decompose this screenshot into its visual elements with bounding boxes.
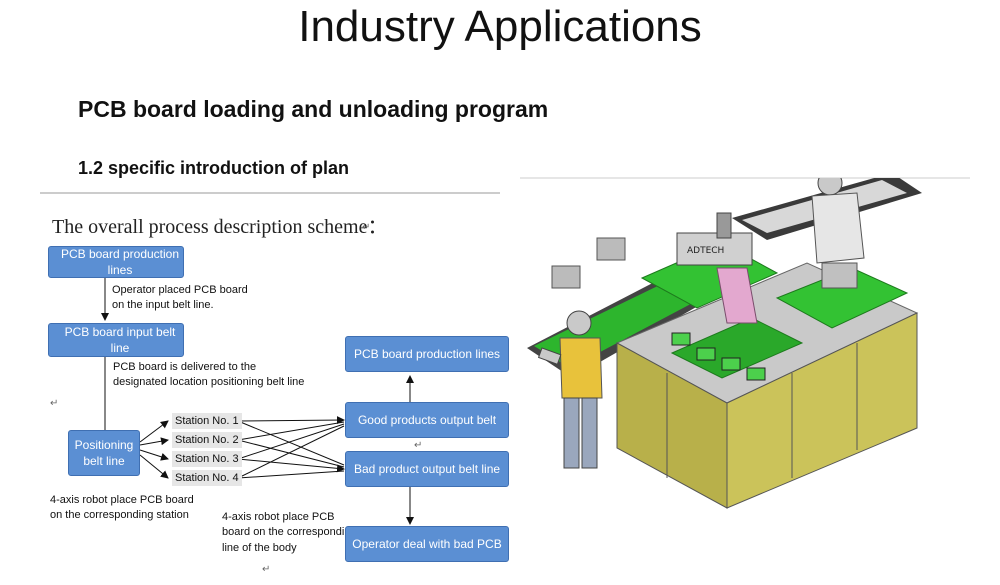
box-bad-output: Bad product output belt line bbox=[345, 451, 509, 487]
pcb-machine-illustration: ADTECH bbox=[527, 178, 922, 509]
note-operator-placed: Operator placed PCB board on the input b… bbox=[112, 284, 248, 312]
brand-label: ADTECH bbox=[687, 246, 724, 256]
box-input-belt: PCB board input belt line bbox=[48, 323, 184, 357]
box-production-lines-left: PCB board production lines bbox=[48, 246, 184, 278]
note-delivered: PCB board is delivered to the designated… bbox=[113, 361, 305, 389]
station-2: Station No. 2 bbox=[172, 432, 242, 448]
box-good-output: Good products output belt bbox=[345, 402, 509, 438]
note-robot-station: 4-axis robot place PCB board on the corr… bbox=[50, 494, 194, 522]
paragraph-mark: ↵ bbox=[50, 398, 59, 409]
section-heading: 1.2 specific introduction of plan bbox=[78, 158, 350, 178]
station-3: Station No. 3 bbox=[172, 451, 242, 467]
scheme-title: The overall process description scheme： bbox=[52, 216, 388, 238]
paragraph-mark: ↵ bbox=[362, 222, 371, 233]
page-title: Industry Applications bbox=[298, 2, 702, 51]
station-4: Station No. 4 bbox=[172, 470, 242, 486]
note-robot-line: 4-axis robot place PCB board on the corr… bbox=[222, 511, 357, 554]
paragraph-mark: ↵ bbox=[262, 564, 271, 575]
box-operator-deal: Operator deal with bad PCB bbox=[345, 526, 509, 562]
station-1: Station No. 1 bbox=[172, 413, 242, 429]
page-subtitle: PCB board loading and unloading program bbox=[78, 96, 549, 122]
box-positioning: Positioning belt line bbox=[68, 430, 140, 476]
paragraph-mark: ↵ bbox=[414, 440, 423, 451]
box-production-lines-right: PCB board production lines bbox=[345, 336, 509, 372]
